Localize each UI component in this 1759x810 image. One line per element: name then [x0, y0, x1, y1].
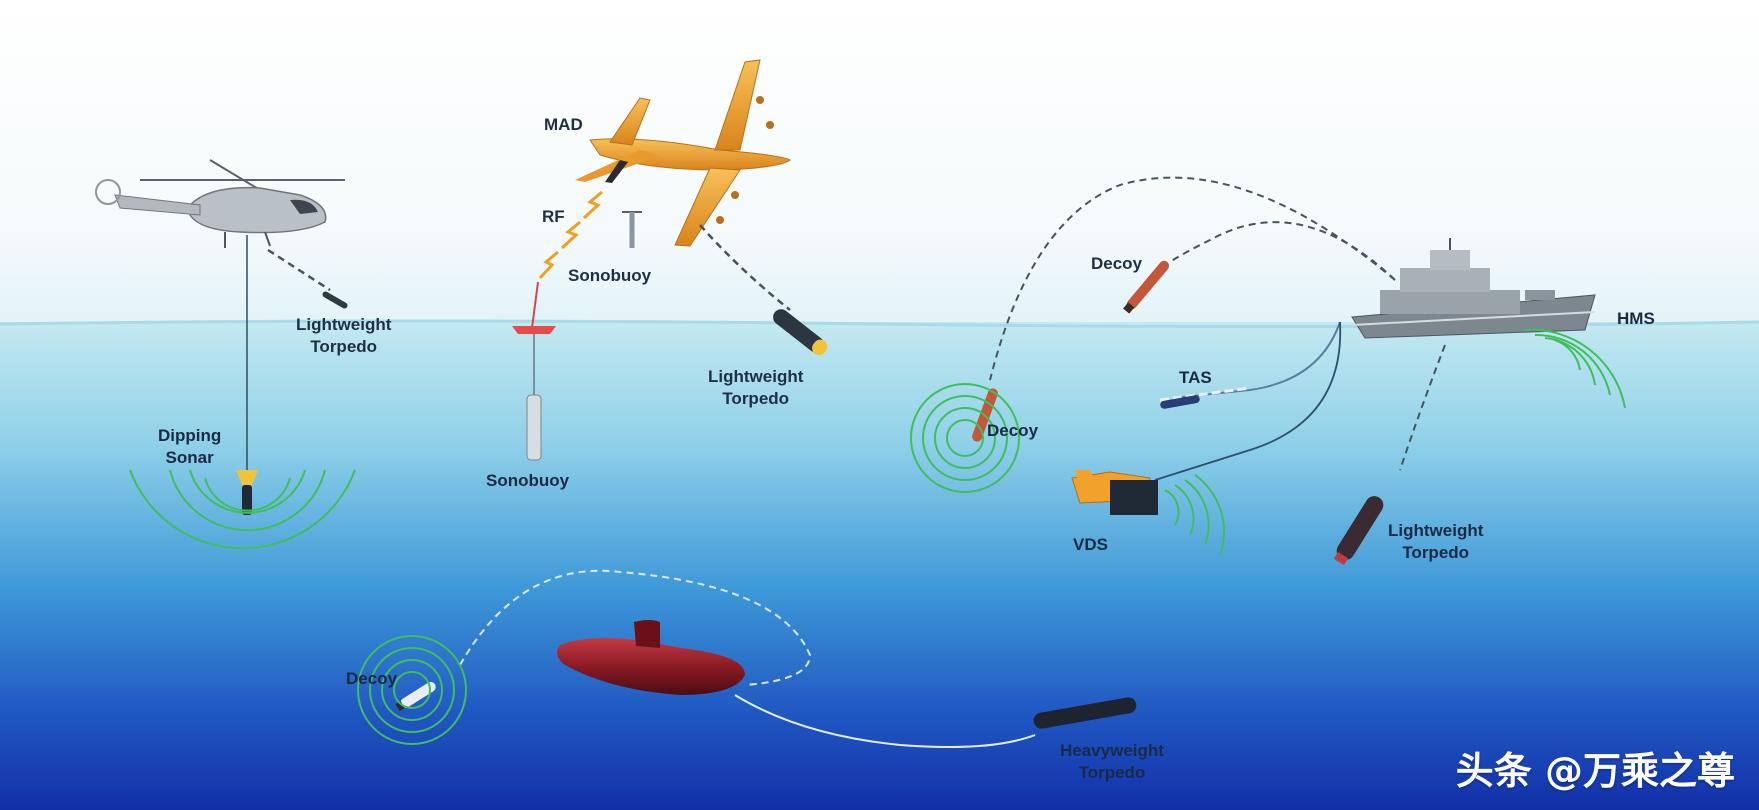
- label-line: Heavyweight: [1060, 741, 1164, 760]
- torpedo-icon: [1333, 496, 1384, 566]
- label-lw-torpedo-ship: Lightweight Torpedo: [1388, 520, 1483, 564]
- heli-torpedo-trajectory: [267, 248, 331, 292]
- decoy-icon: [1123, 260, 1170, 314]
- label-lw-torpedo-plane: Lightweight Torpedo: [708, 366, 803, 410]
- label-decoy-sub: Decoy: [346, 669, 398, 688]
- label-tas: TAS: [1179, 368, 1212, 387]
- dipping-sonar-rings: [129, 469, 356, 550]
- label-line: Torpedo: [310, 337, 378, 356]
- label-dipping-sonar: Dipping Sonar: [158, 425, 221, 469]
- label-sonobuoy-air: Sonobuoy: [568, 266, 652, 285]
- sonobuoy-tether: [531, 281, 539, 329]
- label-hms: HMS: [1617, 309, 1655, 328]
- sub-decoy-trajectory: [459, 569, 812, 686]
- label-line: Torpedo: [722, 389, 790, 408]
- sky: [0, 0, 1759, 330]
- watermark: 头条 @万乘之尊: [1455, 749, 1735, 793]
- vds-cable: [1154, 321, 1342, 481]
- frigate-icon: [1351, 238, 1596, 339]
- towed-array-icon: [1160, 395, 1200, 409]
- label-line: Torpedo: [1078, 763, 1146, 782]
- label-line: Torpedo: [1402, 543, 1470, 562]
- hms-sonar-rings: [1524, 328, 1626, 409]
- label-heavyweight-torpedo: Heavyweight Torpedo: [1060, 740, 1164, 784]
- torpedo-icon: [322, 291, 348, 309]
- sonobuoy-icon: [512, 326, 556, 461]
- label-decoy-water: Decoy: [987, 421, 1039, 440]
- decoy-sub-rings: [357, 635, 467, 745]
- maritime-patrol-aircraft-icon: [575, 59, 791, 247]
- label-line: Dipping: [158, 426, 222, 445]
- torpedo-icon: [773, 309, 828, 356]
- decoy-water-rings: [910, 383, 1020, 493]
- sonobuoy-icon: [622, 211, 642, 248]
- rf-link-icon: [538, 190, 603, 280]
- vds-sonar-rings: [1164, 474, 1225, 556]
- aircraft-torpedo-trajectory: [699, 224, 791, 311]
- label-line: Lightweight: [296, 315, 392, 334]
- towed-array-icon: [1159, 386, 1251, 402]
- sea: [0, 322, 1759, 810]
- decoy-air-trajectory: [1169, 221, 1396, 281]
- label-vds: VDS: [1073, 535, 1108, 554]
- heavyweight-torpedo-wire: [734, 694, 1036, 749]
- helicopter-icon: [95, 159, 345, 248]
- decoy-water-trajectory: [989, 176, 1396, 381]
- label-line: Sonar: [165, 448, 214, 467]
- label-lw-torpedo-heli: Lightweight Torpedo: [296, 314, 391, 358]
- label-line: Lightweight: [1388, 521, 1484, 540]
- torpedo-icon: [1033, 697, 1137, 729]
- decoy-icon: [395, 682, 436, 712]
- label-decoy-air: Decoy: [1091, 254, 1143, 273]
- vds-towed-body-icon: [1071, 470, 1158, 515]
- label-sonobuoy-water: Sonobuoy: [486, 471, 570, 490]
- dipping-sonar-icon: [236, 470, 258, 515]
- label-line: Lightweight: [708, 367, 804, 386]
- label-mad: MAD: [544, 115, 583, 134]
- submarine-icon: [556, 620, 745, 695]
- label-rf: RF: [542, 207, 565, 226]
- ship-torpedo-trajectory: [1399, 344, 1446, 471]
